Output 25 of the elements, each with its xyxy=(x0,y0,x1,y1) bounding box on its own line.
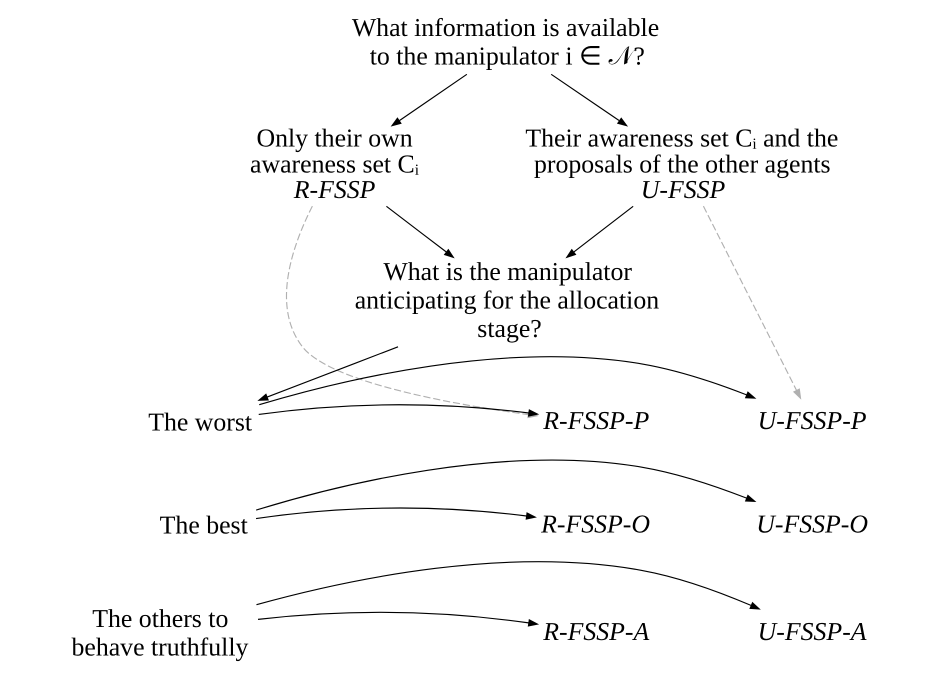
node-text: U-FSSP-O xyxy=(756,509,868,538)
node-text: Only their own awareness set Cᵢ R-FSSP xyxy=(250,123,419,204)
arrow xyxy=(550,74,628,127)
arrow xyxy=(259,356,756,406)
arrow xyxy=(257,346,398,401)
arrow xyxy=(256,507,537,520)
node-text: R-FSSP-P xyxy=(543,406,650,435)
node-text: Their awareness set Cᵢ and the proposals of the other agents U-FSSP xyxy=(525,123,838,204)
arrow xyxy=(258,612,540,627)
node-text: R-FSSP-A xyxy=(543,616,650,646)
arrow xyxy=(258,404,540,417)
node-text: U-FSSP-P xyxy=(758,406,867,435)
node-text: What is the manipulator anticipating for the allocation stage? xyxy=(354,256,660,344)
node-text: U-FSSP-A xyxy=(758,616,867,646)
arrow xyxy=(565,206,634,258)
node-text: The worst xyxy=(148,407,252,436)
arrow xyxy=(386,206,455,258)
node-text: The best xyxy=(160,510,248,540)
arrow xyxy=(702,206,802,400)
arrow xyxy=(390,74,468,127)
arrow xyxy=(256,561,761,610)
node-text: The others to behave truthfully xyxy=(71,604,248,662)
node-text: What information is available to the manipulator i ∈ 𝒩? xyxy=(352,13,660,71)
node-text: R-FSSP-O xyxy=(541,509,650,538)
arrow xyxy=(256,460,756,511)
